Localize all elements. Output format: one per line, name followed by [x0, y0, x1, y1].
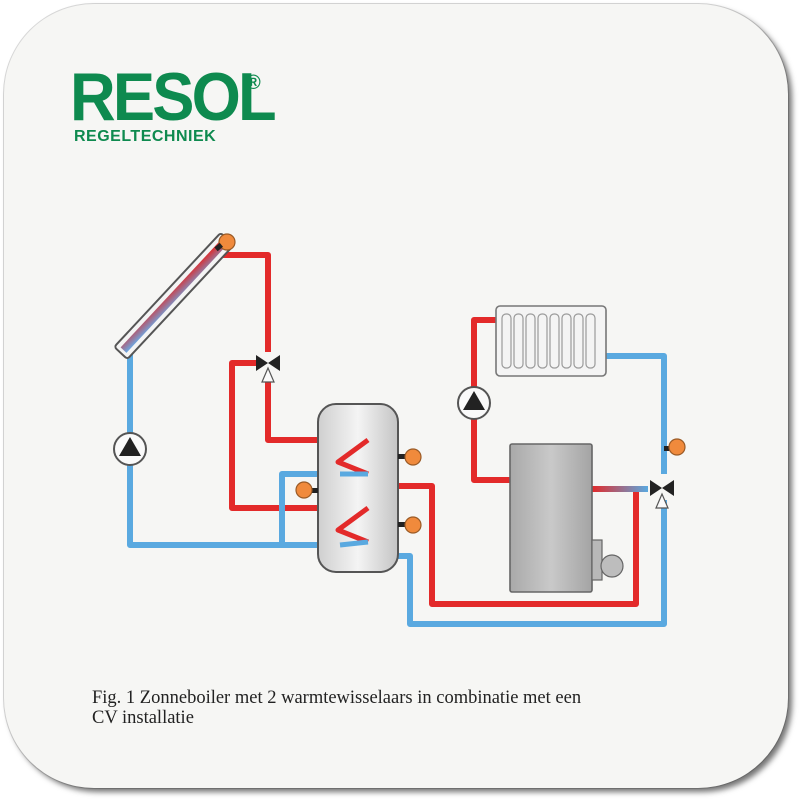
logo-subtitle: REGELTECHNIEK — [74, 128, 217, 145]
figure-caption: Fig. 1 Zonneboiler met 2 warmtewisselaar… — [92, 688, 732, 728]
collector-sensor-icon — [218, 233, 236, 251]
three-way-valve-icon — [256, 355, 280, 383]
logo-brand: RESOL — [70, 59, 277, 135]
heating-three-way-valve-icon — [650, 480, 674, 509]
boiler-mixing-pipe — [592, 486, 648, 492]
solar-hot-pipe — [212, 252, 271, 352]
temperature-sensor-icon — [295, 448, 422, 534]
logo-registered-mark: ® — [246, 72, 261, 94]
solar-pump-icon — [113, 432, 147, 466]
figure-card: RESOL ® REGELTECHNIEK — [4, 4, 788, 788]
tank-hot-outlet-pipe — [398, 483, 639, 607]
tank-cold-return-pipe — [398, 500, 667, 627]
storage-tank — [317, 403, 399, 573]
resol-logo: RESOL ® REGELTECHNIEK — [70, 59, 289, 146]
caption-line-2: CV installatie — [92, 708, 194, 728]
cv-boiler — [509, 443, 624, 593]
heating-return-pipe — [604, 353, 667, 474]
radiator-icon — [495, 305, 607, 377]
heat-exchanger-coil-icon — [335, 437, 370, 548]
hydraulic-diagram — [113, 233, 686, 627]
solar-collector-icon — [114, 233, 234, 359]
solar-lower-coil-feed — [229, 360, 368, 511]
solar-return-pipe — [127, 347, 318, 548]
heating-pump-icon — [457, 386, 491, 420]
heating-sensor-icon — [664, 438, 686, 456]
caption-line-1: Fig. 1 Zonneboiler met 2 warmtewisselaar… — [92, 688, 582, 708]
